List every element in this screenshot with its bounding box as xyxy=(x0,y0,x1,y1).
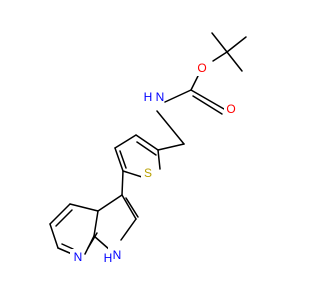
bond xyxy=(125,197,139,218)
label-bg xyxy=(145,90,159,108)
bond xyxy=(192,95,223,115)
bond xyxy=(136,141,157,156)
atom-n-amide: N xyxy=(156,90,165,104)
bond xyxy=(190,75,199,91)
bond xyxy=(156,110,185,145)
bond xyxy=(61,243,74,250)
bond xyxy=(226,51,243,72)
label-bg xyxy=(70,249,84,265)
bond xyxy=(97,194,123,212)
atom-h-amide: H xyxy=(144,90,153,104)
bond xyxy=(226,36,247,53)
bond xyxy=(164,89,192,103)
bond xyxy=(122,170,143,178)
bond xyxy=(57,247,73,255)
bond xyxy=(121,194,137,220)
bond xyxy=(69,203,99,212)
bond xyxy=(114,147,124,172)
bond xyxy=(190,89,225,110)
atom-n-pyridine: N xyxy=(74,250,83,264)
bond xyxy=(135,134,159,151)
bond xyxy=(49,203,71,225)
atom-h-pyrrole: H xyxy=(104,251,113,265)
bond xyxy=(93,235,111,251)
label-bg xyxy=(108,243,122,273)
bond xyxy=(119,150,127,169)
bond xyxy=(212,51,228,62)
bond xyxy=(49,223,59,249)
bond xyxy=(87,232,98,249)
atom-o-carbonyl: O xyxy=(226,102,235,116)
structure-svg: O O H N S N N H xyxy=(49,32,247,273)
bond xyxy=(120,218,137,241)
label-bg xyxy=(224,101,238,117)
label-bg xyxy=(195,60,209,76)
bond xyxy=(93,210,99,237)
atom-sulfur: S xyxy=(144,166,152,180)
molecule-diagram: O O H N S N N H xyxy=(49,32,247,273)
bond xyxy=(121,170,124,196)
bond xyxy=(211,32,228,53)
bond xyxy=(157,143,185,151)
bond xyxy=(114,134,137,149)
bond xyxy=(55,209,73,227)
atom-n-pyrrole: N xyxy=(113,248,122,262)
atom-o-ester: O xyxy=(197,61,206,75)
bond xyxy=(157,149,161,170)
label-bg xyxy=(141,165,155,181)
